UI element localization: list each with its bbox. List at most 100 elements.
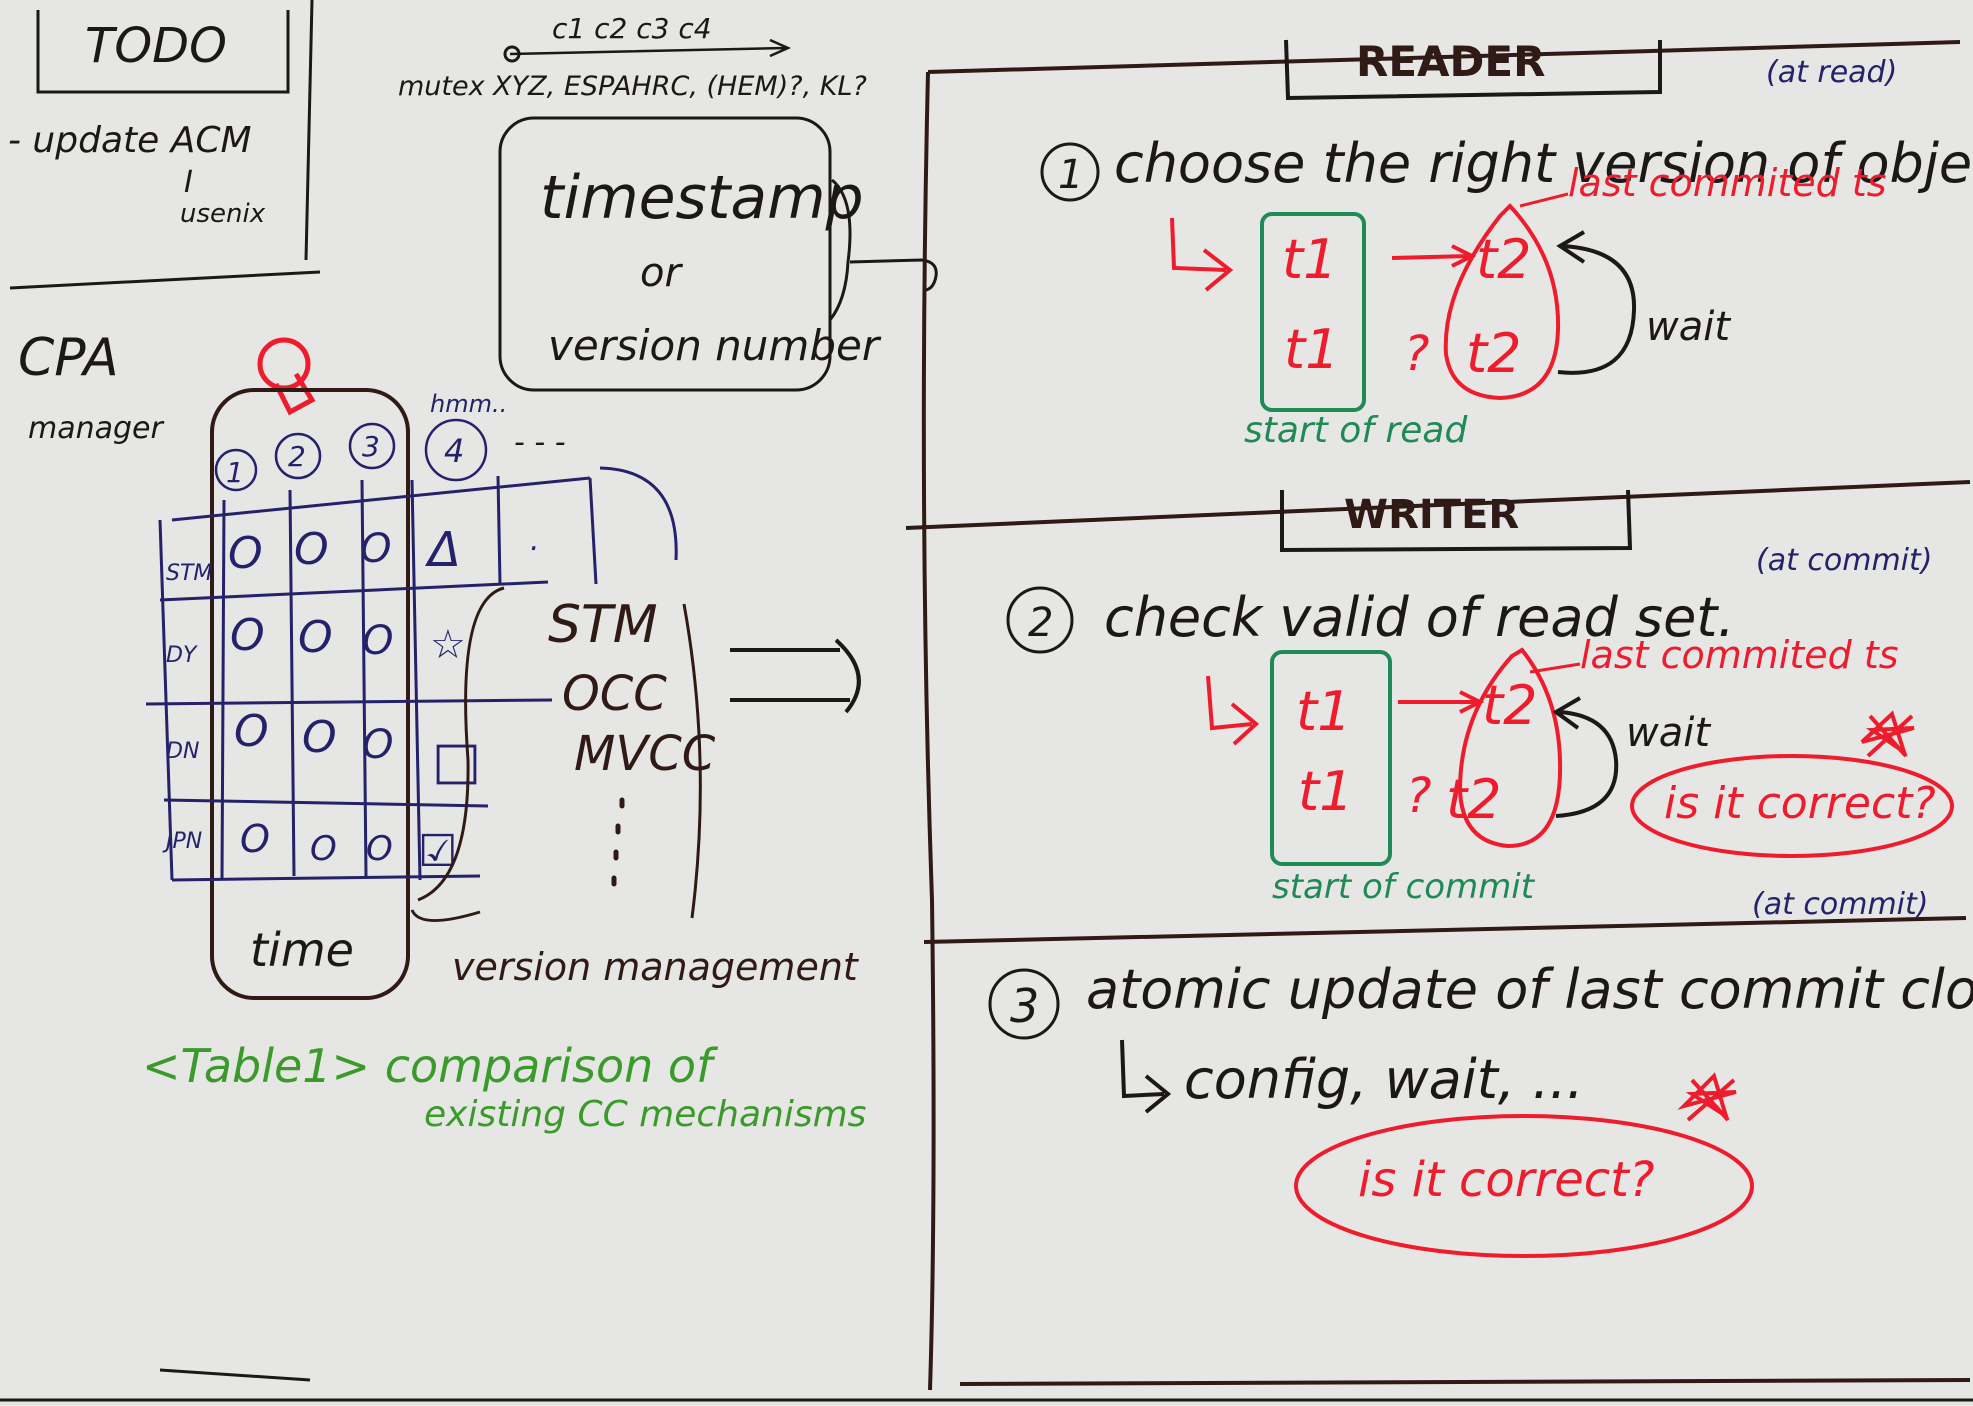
table-cell: O xyxy=(234,706,269,757)
writer-last-committed: last commited ts xyxy=(1580,633,1899,677)
table-cell: O xyxy=(310,829,337,869)
version-management-label: version management xyxy=(452,945,860,989)
mechanism-stm: STM xyxy=(548,595,658,655)
top-notes-arrow xyxy=(509,38,792,58)
timestamp-brace-arrow xyxy=(828,178,938,321)
row-label-1: STM xyxy=(166,561,212,586)
reader-entry-arrow xyxy=(1170,217,1234,292)
reader-header: READER xyxy=(1356,37,1545,86)
writer-question: ? xyxy=(1406,768,1431,824)
cpa-section: CPA manager xyxy=(18,328,165,446)
todo-section: TODO - update ACM I usenix xyxy=(8,0,321,290)
writer-entry-arrow xyxy=(1206,675,1260,746)
table-cell: O xyxy=(298,612,333,663)
atomic-step-number: 3 xyxy=(1010,979,1039,1033)
column-numbers: 1 2 3 4 - - - xyxy=(214,418,566,492)
writer-step-circle xyxy=(1006,586,1074,654)
table-caption-line-2: existing CC mechanisms xyxy=(424,1094,866,1135)
board-bottom-edge xyxy=(0,1368,1973,1402)
atomic-sub-arrow xyxy=(1120,1039,1172,1114)
atomic-correct-oval xyxy=(1294,1114,1754,1258)
implies-arrow xyxy=(730,638,861,714)
reader-question: ? xyxy=(1404,326,1429,382)
table-caption-line-1: <Table1> comparison of xyxy=(142,1039,718,1093)
table-cell: O xyxy=(362,722,393,768)
table-grid xyxy=(145,466,678,882)
reader-start-box xyxy=(1260,212,1366,412)
reader-step-number: 1 xyxy=(1058,152,1083,198)
row-label-4: JPN xyxy=(162,829,202,854)
writer-t2-blob xyxy=(1457,647,1563,849)
atomic-section: 3 atomic update of last commit clock con… xyxy=(988,958,1973,1258)
table-handle-note: hmm.. xyxy=(430,390,507,418)
writer-wait-loop xyxy=(1552,696,1619,818)
col-number-2: 2 xyxy=(288,440,306,473)
writer-note: (at commit) xyxy=(1756,543,1932,578)
timestamp-line-3: version number xyxy=(548,321,882,370)
reader-note: (at read) xyxy=(1766,55,1897,90)
timestamp-line-2: or xyxy=(640,250,683,296)
col-number-1: 1 xyxy=(226,456,244,489)
reader-wait-loop xyxy=(1556,230,1637,375)
time-column-label: time xyxy=(250,923,354,977)
mechanism-list: STM OCC MVCC version management xyxy=(410,586,861,989)
mechanism-bracket xyxy=(410,586,702,922)
reader-last-committed-line xyxy=(1519,192,1569,208)
reader-t1-top: t1 xyxy=(1282,228,1338,291)
timestamp-box: timestamp or version number xyxy=(498,116,938,392)
reader-start-label: start of read xyxy=(1244,410,1468,451)
table-cell: Δ xyxy=(424,522,461,578)
writer-section: WRITER (at commit) 2 check valid of read… xyxy=(1006,489,1954,922)
atomic-correct-check: is it correct? xyxy=(1358,1152,1654,1208)
reader-wait: wait xyxy=(1646,304,1731,350)
reader-t2-blob xyxy=(1443,203,1561,401)
row-labels: STM DY DN JPN xyxy=(162,561,212,854)
writer-step-number: 2 xyxy=(1028,600,1053,646)
writer-start-label: start of commit xyxy=(1272,867,1536,907)
table-cell: O xyxy=(228,528,263,579)
atomic-star-icon xyxy=(1677,1072,1737,1122)
cpa-title: CPA xyxy=(18,328,119,388)
col-number-3: 3 xyxy=(362,430,380,463)
mechanism-dots xyxy=(611,797,625,887)
todo-line-3: usenix xyxy=(180,199,266,229)
row-label-2: DY xyxy=(166,643,198,668)
table-cell: . xyxy=(530,523,540,558)
table-cell: ☆ xyxy=(430,622,466,668)
writer-t1-bottom: t1 xyxy=(1298,760,1354,823)
writer-header-frame xyxy=(1280,489,1633,553)
right-panel-frame xyxy=(905,40,1971,1391)
reader-step-circle xyxy=(1040,142,1100,202)
todo-title: TODO xyxy=(85,18,227,74)
writer-t2-bottom: t2 xyxy=(1446,768,1502,831)
todo-title-frame xyxy=(36,10,290,94)
timestamp-box-frame xyxy=(498,116,832,392)
atomic-sub-text: config, wait, ... xyxy=(1184,1048,1584,1111)
writer-step-text: check valid of read set. xyxy=(1104,586,1735,649)
timestamp-line-1: timestamp xyxy=(540,163,864,233)
writer-t1-top: t1 xyxy=(1296,680,1352,743)
writer-t2-top: t2 xyxy=(1482,674,1538,737)
atomic-step-text: atomic update of last commit clock xyxy=(1086,958,1973,1021)
top-notes-row-1: c1 c2 c3 c4 xyxy=(552,12,712,45)
writer-wait: wait xyxy=(1626,710,1711,756)
top-notes-dot xyxy=(503,45,521,63)
table-cell: O xyxy=(294,524,329,575)
reader-t2-bottom: t2 xyxy=(1466,322,1522,385)
todo-line-2: I xyxy=(184,165,193,200)
mechanism-occ: OCC xyxy=(562,666,667,722)
reader-last-committed: last commited ts xyxy=(1568,161,1887,205)
table-cell: O xyxy=(366,829,393,869)
mechanism-mvcc: MVCC xyxy=(574,726,716,782)
reader-t1-bottom: t1 xyxy=(1284,318,1340,381)
cpa-subtitle: manager xyxy=(28,411,165,446)
time-column-highlight xyxy=(210,388,410,1000)
todo-region-border xyxy=(9,0,321,290)
row-label-3: DN xyxy=(166,739,199,764)
comparison-table: time hmm.. 1 2 3 4 - - - xyxy=(142,337,866,1135)
col-number-4: 4 xyxy=(444,432,464,470)
table-cell: O xyxy=(240,817,270,861)
reader-step-text: choose the right version of object xyxy=(1114,132,1973,195)
writer-correct-check: is it correct? xyxy=(1664,778,1936,829)
